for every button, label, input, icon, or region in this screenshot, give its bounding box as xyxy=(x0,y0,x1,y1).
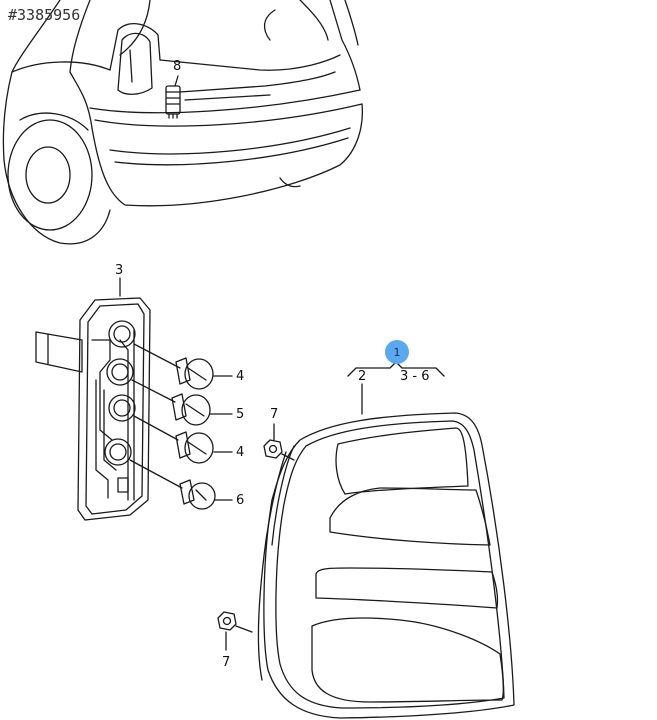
label-bulb-middle: 5 xyxy=(236,407,245,422)
label-bulb-holder: 3 xyxy=(115,263,124,278)
vehicle-rear-illustration xyxy=(3,0,362,244)
label-wiring-connector: 8 xyxy=(173,59,182,74)
nut-bottom-part xyxy=(218,612,252,650)
tail-lamp-part xyxy=(259,413,514,718)
wiring-connector-part xyxy=(166,76,180,118)
label-group-range: 3 - 6 xyxy=(400,369,430,384)
bulb-small-part xyxy=(180,480,232,509)
bulb-middle-part xyxy=(172,394,232,425)
label-bulb-small: 6 xyxy=(236,493,245,508)
callout-marker[interactable]: 1 xyxy=(385,340,409,364)
label-lamp-housing: 2 xyxy=(358,369,367,384)
label-bulb-upper: 4 xyxy=(236,369,245,384)
label-nut-bottom: 7 xyxy=(222,655,231,670)
bulb-upper-part xyxy=(176,358,232,389)
bulb-lower-part xyxy=(176,432,232,463)
diagram-id: #3385956 xyxy=(8,6,81,24)
label-nut-top: 7 xyxy=(270,407,279,422)
label-bulb-lower: 4 xyxy=(236,445,245,460)
bulb-holder-part xyxy=(36,278,182,520)
